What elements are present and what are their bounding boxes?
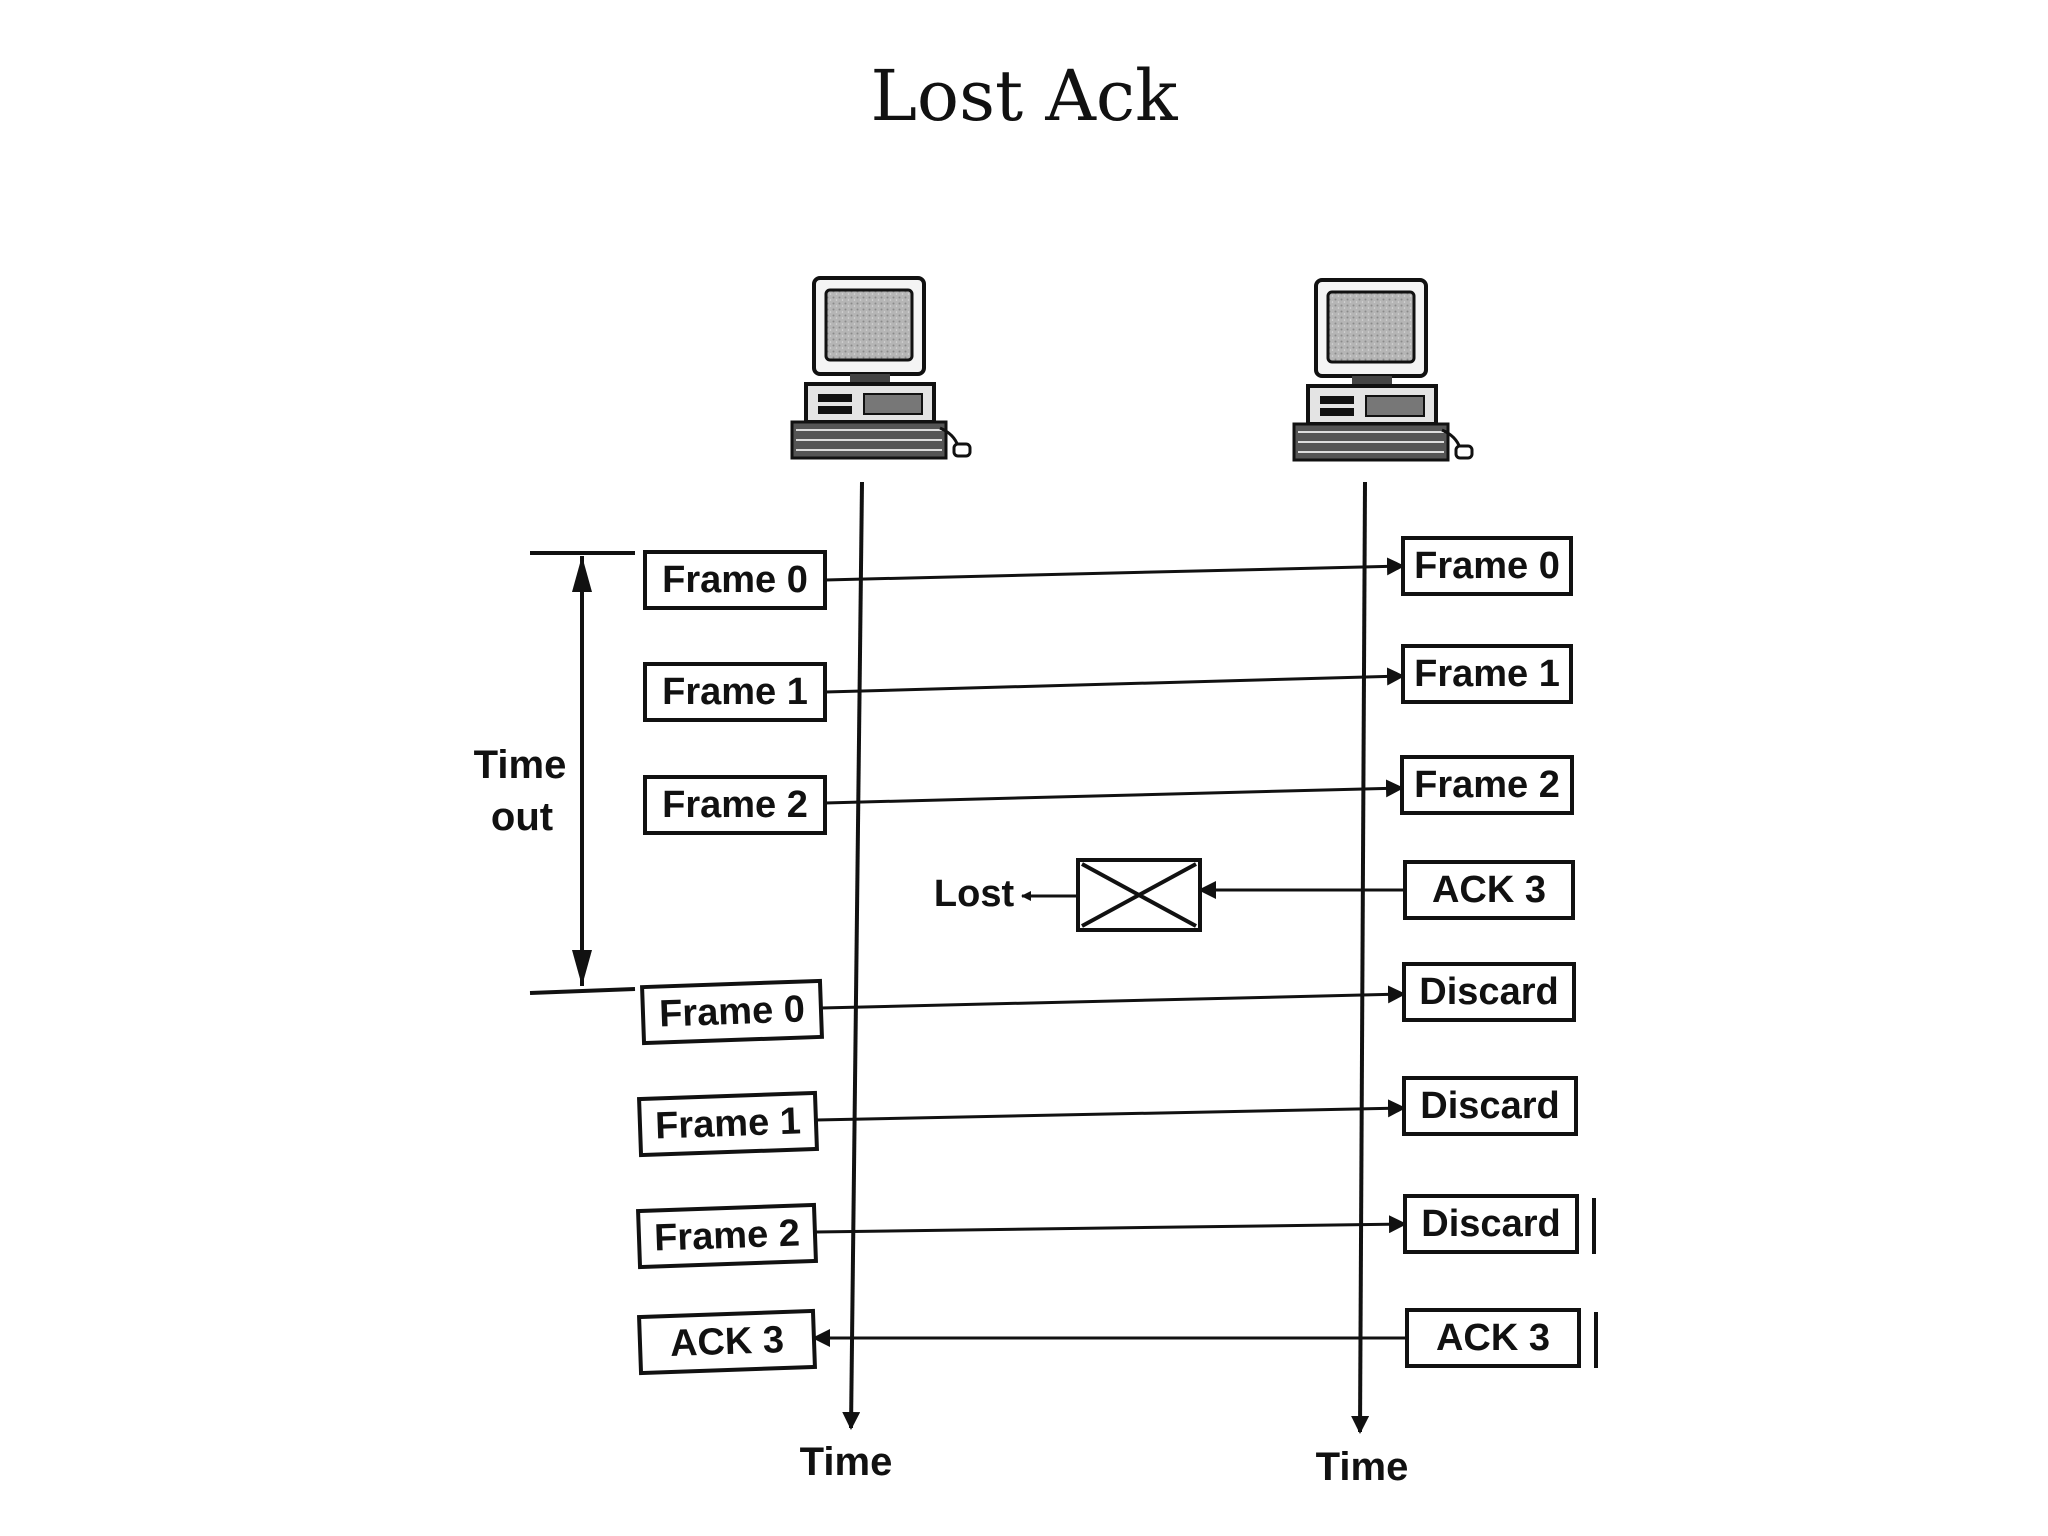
sender-time-label: Time (800, 1440, 893, 1484)
receiver-frame-box: Frame 0 (1401, 536, 1573, 596)
sender-frame-box: Frame 1 (643, 662, 827, 722)
svg-text:Frame 2: Frame 2 (653, 1212, 800, 1259)
sender-frame-box: Frame 1 (637, 1090, 819, 1158)
sender-computer-icon (790, 276, 972, 460)
svg-text:ACK 3: ACK 3 (1436, 1317, 1550, 1359)
receiver-time-label: Time (1316, 1445, 1409, 1489)
receiver-discard-box: Discard (1402, 1076, 1578, 1136)
timeout-label-line2: out (491, 795, 553, 839)
svg-text:Frame 0: Frame 0 (662, 559, 808, 601)
svg-text:Discard: Discard (1421, 1203, 1560, 1245)
svg-text:Frame 0: Frame 0 (658, 988, 805, 1035)
svg-text:Frame 1: Frame 1 (1414, 653, 1560, 695)
receiver-frame-box: Frame 1 (1401, 644, 1573, 704)
message-arrow (824, 667, 1405, 694)
receiver-ack-box: ACK 3 (1405, 1308, 1598, 1368)
receiver-ack-box: ACK 3 (1403, 860, 1575, 920)
receiver-timeline (1351, 481, 1370, 1434)
timeout-label-line1: Time (474, 743, 567, 787)
svg-text:Discard: Discard (1420, 1085, 1559, 1127)
sender-timeline (842, 481, 864, 1430)
message-arrow (820, 985, 1406, 1010)
svg-text:Frame 2: Frame 2 (1414, 764, 1560, 806)
svg-text:Frame 2: Frame 2 (662, 784, 808, 826)
svg-text:Frame 1: Frame 1 (662, 671, 808, 713)
lost-label: Lost (934, 873, 1015, 915)
svg-text:Frame 0: Frame 0 (1414, 545, 1560, 587)
sender-frame-box: Frame 2 (643, 775, 827, 835)
sender-frame-box: Frame 2 (636, 1202, 818, 1270)
message-arrow (815, 1099, 1406, 1122)
message-arrow (824, 557, 1405, 582)
sender-ack-box: ACK 3 (637, 1308, 817, 1376)
message-arrow (824, 779, 1404, 805)
receiver-discard-box: Discard (1403, 1194, 1596, 1254)
svg-text:Frame 1: Frame 1 (654, 1100, 801, 1147)
timeout-bracket (529, 551, 636, 995)
message-arrow (814, 1215, 1407, 1234)
svg-text:ACK 3: ACK 3 (669, 1319, 784, 1365)
svg-text:Discard: Discard (1419, 971, 1558, 1013)
receiver-computer-icon (1292, 278, 1474, 462)
receiver-discard-box: Discard (1402, 962, 1576, 1022)
slide-title: Lost Ack (870, 55, 1178, 137)
x-box-icon (1076, 858, 1202, 932)
sender-frame-box: Frame 0 (643, 550, 827, 610)
receiver-frame-box: Frame 2 (1400, 755, 1574, 815)
svg-text:ACK 3: ACK 3 (1432, 869, 1546, 911)
sender-frame-box: Frame 0 (640, 978, 824, 1046)
